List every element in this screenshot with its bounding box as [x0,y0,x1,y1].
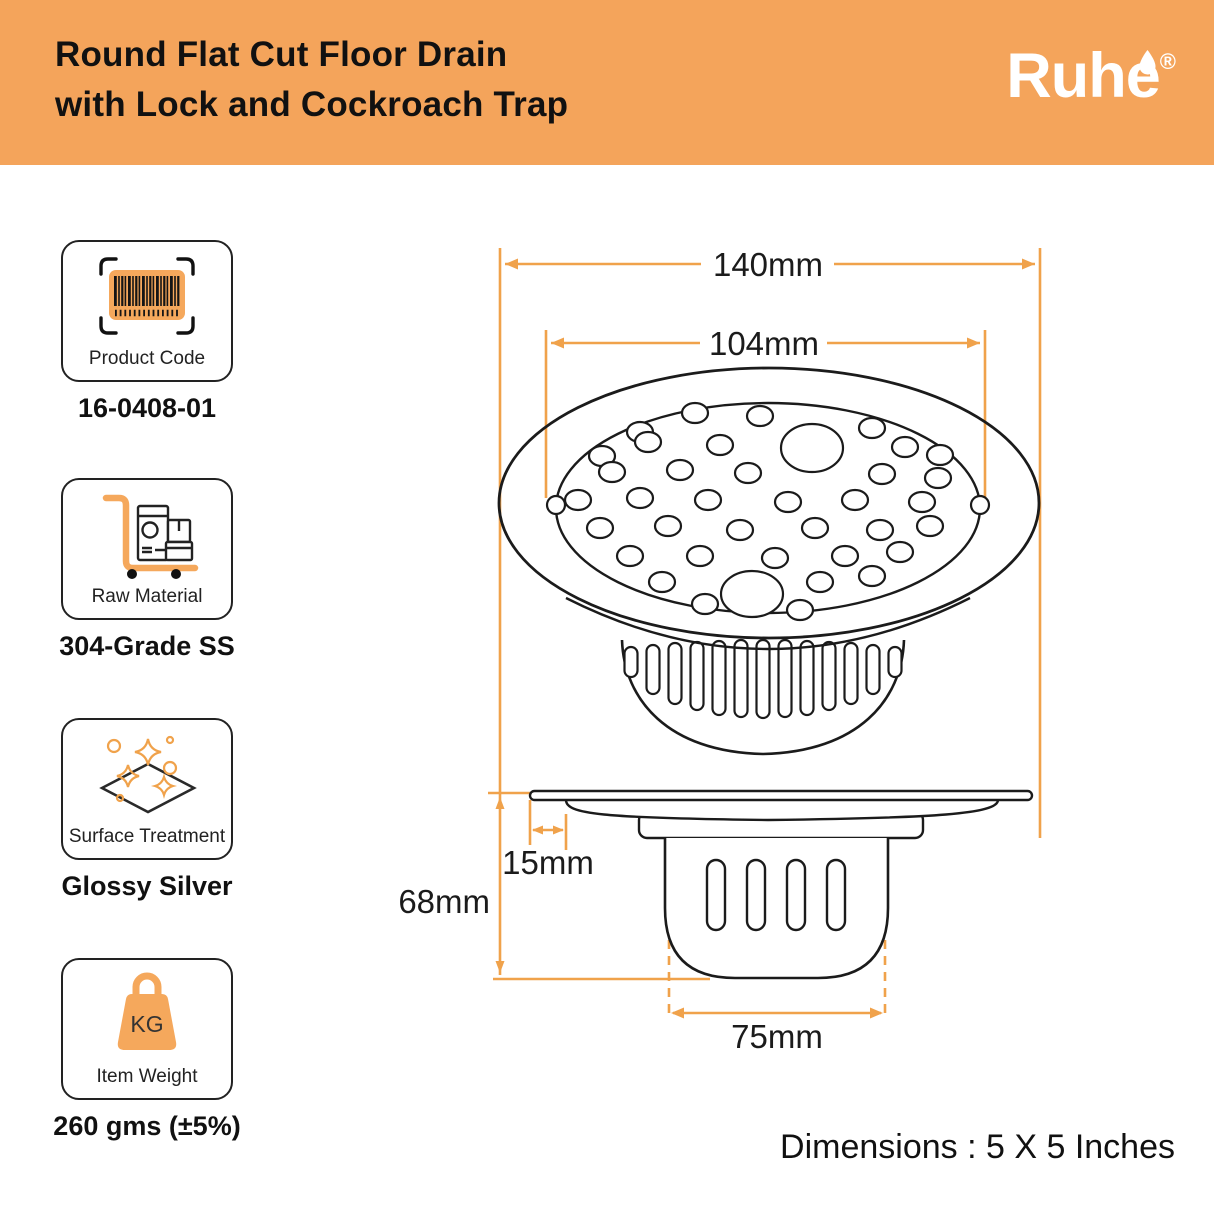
spec-card-item-weight: KG Item Weight [61,958,233,1100]
spec-card-label: Raw Material [91,586,203,607]
spec-card-label: Item Weight [96,1066,198,1087]
surface-treatment-value: Glossy Silver [61,871,233,901]
dim-label-outer-diameter: 140mm [713,246,823,283]
dim-label-height: 68mm [398,883,490,920]
product-title: Round Flat Cut Floor Drain with Lock and… [55,30,568,130]
spec-card-surface-treatment: Surface Treatment [61,718,233,860]
weight-bag-icon: KG [63,968,231,1067]
brand-logo: Ruhe® [1006,40,1176,130]
product-title-line2: with Lock and Cockroach Trap [55,85,569,124]
dim-label-rim-offset: 15mm [502,844,594,881]
water-drop-icon [1139,50,1156,75]
header-banner: Round Flat Cut Floor Drain with Lock and… [0,0,1214,165]
raw-material-value: 304-Grade SS [59,631,235,661]
spec-card-label: Product Code [88,348,206,369]
technical-drawing: 140mm 104mm 15mm 68mm 75mm [380,180,1214,1085]
spec-card-label: Surface Treatment [68,826,226,847]
product-title-line1: Round Flat Cut Floor Drain [55,35,508,74]
spec-card-raw-material: Raw Material [61,478,233,620]
weight-bag-kg-text: KG [130,1011,163,1037]
item-weight-value: 260 gms (±5%) [53,1111,241,1141]
trolley-icon [63,488,231,587]
barcode-icon [63,250,231,349]
dim-label-outlet-width: 75mm [731,1018,823,1055]
overall-dimensions-text: Dimensions : 5 X 5 Inches [780,1128,1175,1166]
registered-trademark: ® [1159,49,1176,74]
dim-label-inner-diameter: 104mm [709,325,819,362]
spec-card-product-code: Product Code [61,240,233,382]
product-code-value: 16-0408-01 [77,393,217,423]
brand-name: Ruhe [1006,41,1160,111]
sparkles-diamond-icon [63,728,231,827]
